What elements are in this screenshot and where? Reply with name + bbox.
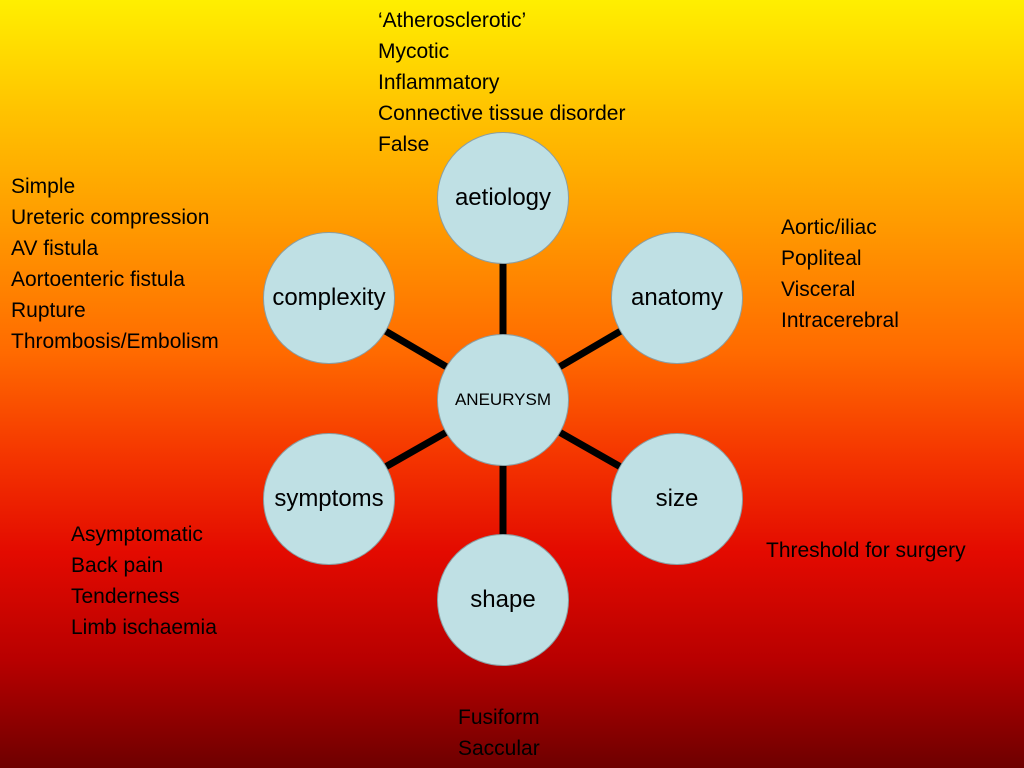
symptoms-list: Asymptomatic Back pain Tenderness Limb i… — [71, 519, 217, 643]
complexity-item: Rupture — [11, 299, 86, 322]
symptoms-item: Asymptomatic — [71, 523, 203, 546]
node-symptoms-label: symptoms — [274, 485, 384, 512]
symptoms-item: Tenderness — [71, 585, 180, 608]
symptoms-item: Back pain — [71, 554, 164, 577]
node-shape-label: shape — [470, 586, 536, 613]
shape-item: Fusiform — [458, 706, 540, 729]
aetiology-item: Connective tissue disorder — [378, 102, 626, 125]
center-node-aneurysm: ANEURYSM — [437, 334, 569, 466]
size-item: Threshold for surgery — [766, 539, 966, 562]
node-complexity: complexity — [263, 232, 395, 364]
anatomy-item: Popliteal — [781, 247, 862, 270]
node-anatomy: anatomy — [611, 232, 743, 364]
anatomy-list: Aortic/iliac Popliteal Visceral Intracer… — [781, 212, 899, 336]
anatomy-item: Intracerebral — [781, 309, 899, 332]
shape-list: Fusiform Saccular — [458, 702, 540, 764]
node-symptoms: symptoms — [263, 433, 395, 565]
node-aetiology-label: aetiology — [454, 184, 552, 211]
aetiology-item: False — [378, 133, 430, 156]
complexity-item: Simple — [11, 175, 76, 198]
node-size-label: size — [655, 485, 699, 512]
node-complexity-label: complexity — [272, 284, 386, 311]
anatomy-item: Aortic/iliac — [781, 216, 877, 239]
aetiology-item: Inflammatory — [378, 71, 500, 94]
anatomy-item: Visceral — [781, 278, 856, 301]
node-anatomy-label: anatomy — [630, 284, 724, 311]
node-aetiology: aetiology — [437, 132, 569, 264]
symptoms-item: Limb ischaemia — [71, 616, 217, 639]
complexity-list: Simple Ureteric compression AV fistula A… — [11, 171, 219, 357]
center-node-label: ANEURYSM — [454, 390, 552, 409]
aetiology-list: ‘Atherosclerotic’ Mycotic Inflammatory C… — [378, 5, 625, 160]
complexity-item: Aortoenteric fistula — [11, 268, 185, 291]
aetiology-item: ‘Atherosclerotic’ — [378, 9, 527, 32]
size-list: Threshold for surgery — [766, 535, 966, 566]
complexity-item: Ureteric compression — [11, 206, 210, 229]
complexity-item: AV fistula — [11, 237, 99, 260]
node-size: size — [611, 433, 743, 565]
shape-item: Saccular — [458, 737, 540, 760]
node-shape: shape — [437, 534, 569, 666]
aetiology-item: Mycotic — [378, 40, 450, 63]
complexity-item: Thrombosis/Embolism — [11, 330, 219, 353]
